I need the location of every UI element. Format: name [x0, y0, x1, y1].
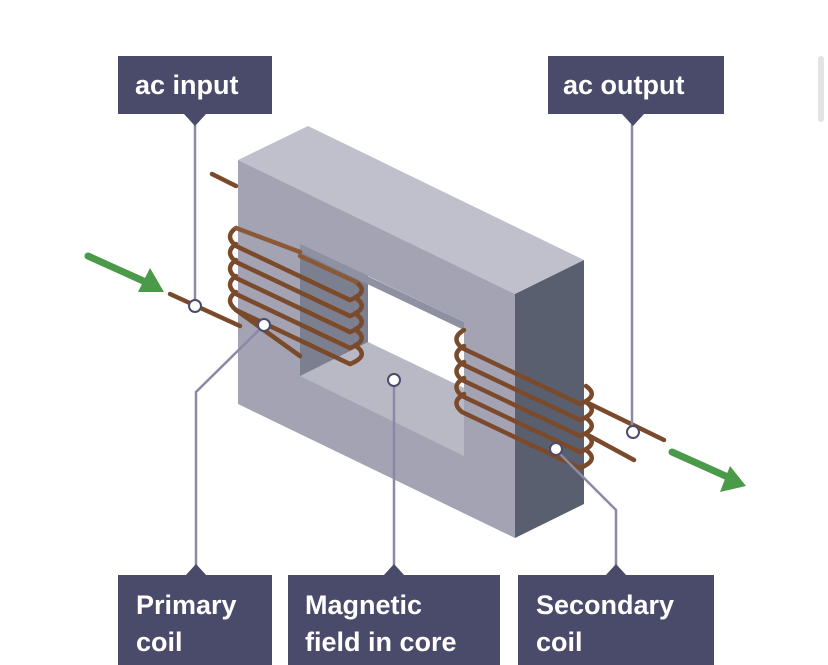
label-magnetic-field-line2: field in core [305, 627, 457, 657]
label-primary-coil: Primary coil [118, 564, 272, 665]
magnetic-field-dot [387, 373, 401, 387]
label-secondary-coil-line1: Secondary [536, 590, 674, 620]
primary-coil-dot [257, 318, 271, 332]
page-scrollbar[interactable] [818, 56, 824, 122]
output-arrow [668, 448, 746, 492]
label-ac-input: ac input [118, 56, 272, 126]
ac-input-dot [188, 299, 202, 313]
label-ac-output: ac output [548, 56, 724, 126]
core-window-inner-bottom [300, 342, 464, 456]
label-primary-coil-line2: coil [136, 627, 183, 657]
secondary-coil-dot [549, 442, 563, 456]
core-window-inner-top [300, 244, 464, 330]
core-window-opening [368, 276, 464, 388]
core-top-face [238, 126, 584, 294]
label-primary-coil-line1: Primary [136, 590, 237, 620]
core-side-face [515, 260, 584, 538]
leader-dots [188, 299, 640, 456]
iron-core [238, 126, 584, 538]
label-ac-input-text: ac input [135, 70, 239, 100]
ac-output-dot [626, 425, 640, 439]
label-secondary-coil-line2: coil [536, 627, 583, 657]
label-magnetic-field-line1: Magnetic [305, 590, 422, 620]
label-ac-output-text: ac output [563, 70, 685, 100]
primary-coil [167, 171, 364, 367]
label-secondary-coil: Secondary coil [518, 564, 714, 665]
secondary-coil [454, 327, 667, 471]
input-arrow [84, 252, 164, 292]
label-magnetic-field: Magnetic field in core [288, 564, 500, 665]
leader-lines [193, 124, 634, 568]
